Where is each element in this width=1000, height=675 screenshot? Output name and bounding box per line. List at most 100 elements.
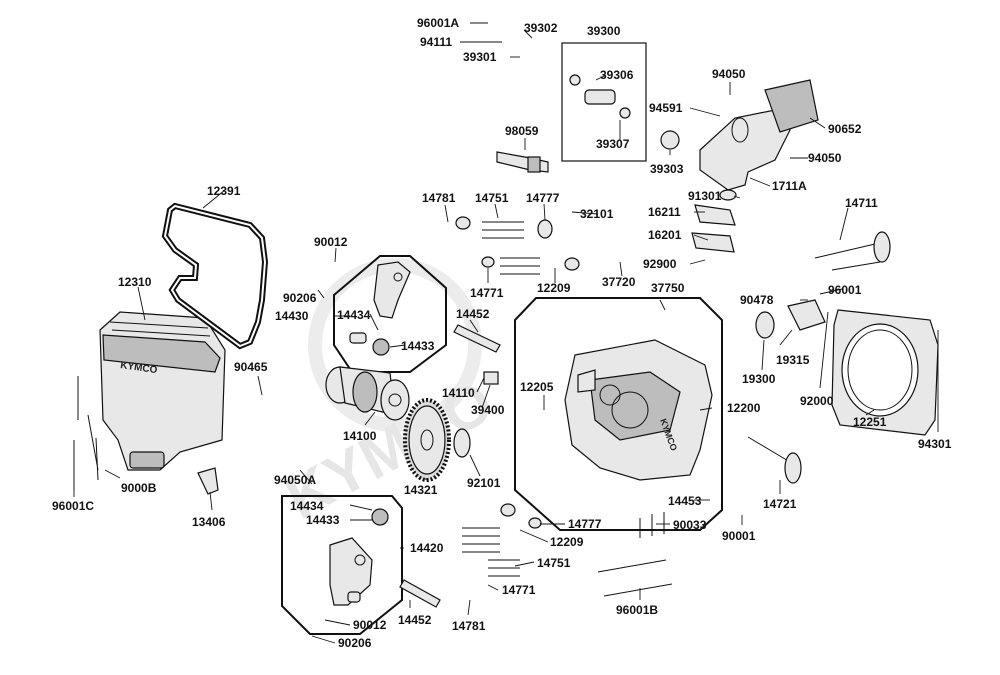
camshaft[interactable] — [325, 366, 410, 421]
label-96001C: 96001C — [52, 499, 94, 513]
rocker-shaft-upper[interactable] — [453, 324, 501, 353]
exhaust-valve[interactable] — [747, 436, 802, 484]
group-box-14430[interactable] — [333, 255, 447, 373]
label-92900: 92900 — [643, 257, 677, 271]
label-39306: 39306 — [600, 68, 634, 82]
label-96001B: 96001B — [616, 603, 658, 617]
label-13406: 13406 — [192, 515, 226, 529]
label-94050-top: 94050 — [712, 67, 746, 81]
cover-brand-text: KYMCO — [120, 360, 159, 376]
label-14452-lower: 14452 — [398, 613, 432, 627]
label-39301: 39301 — [463, 50, 497, 64]
label-39307: 39307 — [596, 137, 630, 151]
label-90012-top: 90012 — [314, 235, 348, 249]
stud-bolts[interactable] — [597, 512, 673, 597]
label-12310: 12310 — [118, 275, 152, 289]
group-box-12200[interactable] — [514, 297, 723, 531]
cam-sprocket[interactable] — [403, 398, 451, 482]
label-14433-lower: 14433 — [306, 513, 340, 527]
label-94111: 94111 — [420, 35, 452, 49]
label-12251: 12251 — [853, 415, 887, 429]
temp-sensor[interactable] — [483, 371, 499, 385]
injector[interactable] — [569, 74, 631, 119]
label-14321: 14321 — [404, 483, 438, 497]
group-box-39300 — [561, 42, 647, 162]
label-14771-top: 14771 — [470, 286, 504, 300]
label-32101: 32101 — [580, 207, 614, 221]
label-12209-lower: 12209 — [550, 535, 584, 549]
label-14430: 14430 — [275, 309, 309, 323]
label-90001: 90001 — [722, 529, 756, 543]
spark-plug[interactable] — [496, 151, 549, 173]
label-14434-upper: 14434 — [337, 308, 371, 322]
label-16211: 16211 — [648, 205, 681, 219]
label-94301: 94301 — [918, 437, 952, 451]
part-labels: 96001A 94111 39302 39301 39300 39306 393… — [52, 16, 952, 650]
cover-clip-13406[interactable] — [197, 467, 219, 495]
head-cover-bolts[interactable] — [73, 376, 99, 490]
label-9000B: 9000B — [121, 481, 157, 495]
label-14721: 14721 — [763, 497, 797, 511]
label-14434-lower: 14434 — [290, 499, 324, 513]
label-14777-top: 14777 — [526, 191, 560, 205]
label-90033: 90033 — [673, 518, 707, 532]
label-19300: 19300 — [742, 372, 776, 386]
label-14781-lower: 14781 — [452, 619, 486, 633]
label-14100: 14100 — [343, 429, 377, 443]
head-cover-gasket[interactable] — [161, 202, 269, 350]
leader-lines — [73, 22, 939, 644]
label-94050A: 94050A — [274, 473, 316, 487]
label-14771-lower: 14771 — [502, 583, 536, 597]
cam-chain-tensioner-cap[interactable] — [453, 428, 471, 458]
label-14751-lower: 14751 — [537, 556, 571, 570]
label-39302: 39302 — [524, 21, 558, 35]
label-14452-upper: 14452 — [456, 307, 490, 321]
intake-manifold[interactable] — [699, 79, 819, 191]
label-37720: 37720 — [602, 275, 636, 289]
label-91301: 91301 — [688, 189, 722, 203]
label-90206-top: 90206 — [283, 291, 317, 305]
rocker-arm-lower[interactable] — [329, 508, 389, 606]
label-12391: 12391 — [207, 184, 241, 198]
valve-springs-upper[interactable] — [455, 216, 580, 275]
label-37750: 37750 — [651, 281, 685, 295]
label-39300: 39300 — [587, 24, 621, 38]
label-12205: 12205 — [520, 380, 554, 394]
label-94050-right: 94050 — [808, 151, 842, 165]
label-1711A: 1711A — [772, 179, 807, 193]
intake-valve[interactable] — [814, 231, 891, 271]
label-14420: 14420 — [410, 541, 444, 555]
label-14781-top: 14781 — [422, 191, 456, 205]
label-14711: 14711 — [845, 196, 878, 210]
label-39303: 39303 — [650, 162, 684, 176]
label-14751-top: 14751 — [475, 191, 509, 205]
label-12209-top: 12209 — [537, 281, 571, 295]
label-98059: 98059 — [505, 124, 539, 138]
label-90465: 90465 — [234, 360, 268, 374]
valve-springs-lower[interactable] — [462, 503, 542, 577]
label-19315: 19315 — [776, 353, 810, 367]
label-14433-upper: 14433 — [401, 339, 435, 353]
label-39400: 39400 — [471, 403, 505, 417]
rocker-shaft-lower[interactable] — [399, 579, 441, 608]
label-96001A: 96001A — [417, 16, 459, 30]
rocker-arm-upper[interactable] — [349, 261, 411, 356]
label-90012-lower: 90012 — [353, 618, 387, 632]
thermostat-housing[interactable] — [755, 299, 826, 339]
label-92101: 92101 — [467, 476, 501, 490]
cylinder-head-gasket[interactable] — [831, 309, 939, 436]
label-90478: 90478 — [740, 293, 774, 307]
label-12200: 12200 — [727, 401, 761, 415]
label-14110: 14110 — [442, 386, 475, 400]
label-16201: 16201 — [648, 228, 682, 242]
label-94591: 94591 — [649, 101, 683, 115]
label-96001: 96001 — [828, 283, 862, 297]
injector-seal[interactable] — [660, 130, 680, 150]
label-90652: 90652 — [828, 122, 862, 136]
cylinder-head-cover[interactable]: KYMCO — [99, 311, 226, 471]
cylinder-head[interactable]: KYMCO — [564, 339, 713, 481]
label-14777-lower: 14777 — [568, 517, 602, 531]
label-92000: 92000 — [800, 394, 834, 408]
group-box-14420[interactable] — [281, 495, 403, 635]
